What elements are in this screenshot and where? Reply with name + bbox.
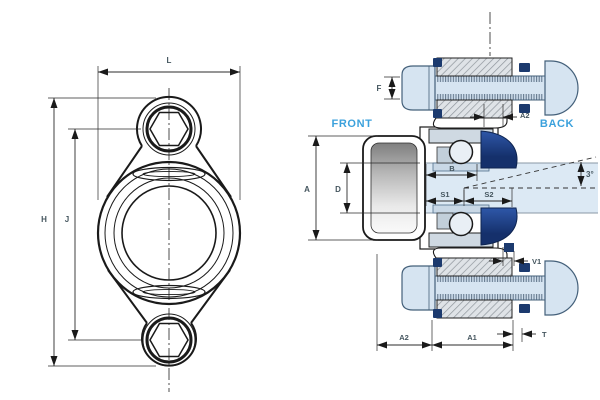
back-view-label: BACK	[540, 118, 574, 130]
misalignment-angle: 3°	[463, 156, 597, 200]
dim-label-s2: S2	[484, 190, 493, 199]
dimension-a2-bottom: A2	[377, 333, 432, 349]
flinger-bottom	[480, 207, 518, 246]
housing-outer-circle	[96, 160, 242, 306]
front-view-label: FRONT	[332, 118, 373, 130]
washer-wedge	[519, 63, 530, 72]
dimension-j: J	[65, 128, 141, 341]
front-view: L H J	[41, 56, 242, 392]
top-flange-neck	[432, 117, 508, 129]
front-cover	[362, 135, 426, 241]
dimension-f: F	[377, 76, 400, 100]
bearing-insert	[428, 128, 518, 248]
top-bolt-assembly	[401, 57, 579, 119]
dimension-a: A	[304, 135, 378, 241]
dimension-t: T	[497, 330, 547, 339]
bottom-bolt	[142, 313, 196, 367]
side-view: FRONT BACK F A2 A D	[304, 12, 598, 351]
flange-section-hatch	[436, 299, 513, 319]
bore-circle	[121, 185, 217, 281]
bottom-slot	[132, 284, 206, 300]
dimension-h: H	[41, 97, 156, 367]
washer-wedge	[519, 104, 530, 113]
dim-label-v1: V1	[532, 257, 541, 266]
washer-wedge	[433, 309, 442, 318]
top-slot	[132, 166, 206, 182]
dimension-v1: V1	[489, 247, 541, 266]
flinger-top	[480, 130, 518, 169]
dim-label-angle: 3°	[586, 170, 594, 179]
bolt-head	[401, 265, 436, 311]
dome-nut	[544, 60, 579, 116]
thread-band	[437, 276, 543, 282]
dim-label-a2-top: A2	[520, 111, 530, 120]
dim-label-b: B	[449, 164, 455, 173]
dome-nut	[544, 260, 579, 316]
dim-label-a2-bottom: A2	[399, 333, 409, 342]
dimension-a1: A1	[432, 333, 513, 349]
dimension-l: L	[97, 56, 241, 200]
bottom-bolt-assembly	[401, 257, 579, 319]
bottom-flange-neck	[432, 247, 508, 259]
dimension-d: D	[335, 162, 420, 214]
washer-wedge	[433, 58, 442, 67]
dim-label-d: D	[335, 185, 341, 194]
washer-wedge	[519, 304, 530, 313]
washer-wedge	[433, 258, 442, 267]
dim-label-f: F	[377, 84, 382, 93]
dim-label-j: J	[65, 215, 69, 224]
ball-bottom	[448, 211, 474, 237]
ball-top	[448, 139, 474, 165]
bolt-head	[401, 65, 436, 111]
dim-label-a: A	[304, 185, 310, 194]
dim-label-l: L	[167, 56, 172, 65]
thread-band	[437, 76, 543, 82]
flange-section-hatch	[436, 57, 513, 77]
bottom-extension-lines	[376, 254, 523, 351]
dim-label-t: T	[542, 330, 547, 339]
thread-band	[437, 294, 543, 300]
dim-label-h: H	[41, 215, 47, 224]
dim-label-s1: S1	[440, 190, 449, 199]
dimension-a2-top: A2	[470, 104, 530, 127]
top-bolt	[142, 102, 196, 156]
housing-ring-circle	[104, 168, 234, 298]
washer-wedge	[433, 109, 442, 118]
bearing-seat-circle	[113, 177, 225, 289]
tilted-axis-dashed	[463, 156, 597, 189]
washer-wedge	[519, 263, 530, 272]
dim-label-a1: A1	[467, 333, 477, 342]
thread-band	[437, 94, 543, 100]
flange-section-hatch	[436, 99, 513, 119]
back-cap-edge	[504, 243, 514, 252]
